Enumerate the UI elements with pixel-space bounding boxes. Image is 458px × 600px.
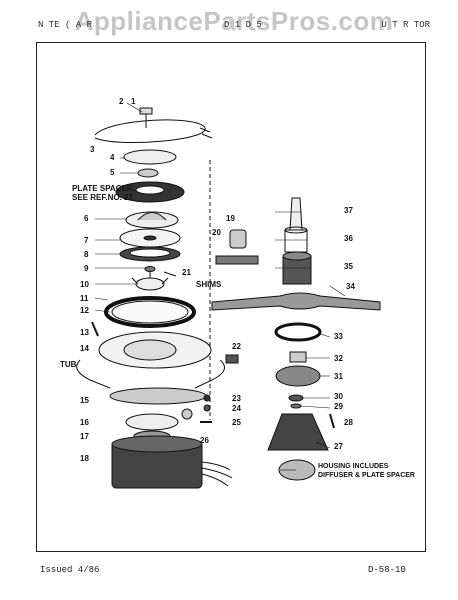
part-number-21: 21 [182,268,191,277]
part-number-32: 32 [334,354,343,363]
part-14-tub-base [76,331,225,389]
part-28-screw [329,413,335,429]
part-33-ring [274,322,322,342]
part-number-16: 16 [80,418,89,427]
header-middle-text: D 1 D 5 [224,20,262,30]
part-10-impeller [131,272,169,291]
part-31-hub [275,365,321,387]
plate-spacer-label: PLATE SPACER, SEE REF.NO. 27 [72,184,135,202]
part-number-35: 35 [344,262,353,271]
shims-label: SHIMS [196,280,222,289]
part-number-9: 9 [84,264,89,273]
page-header: N TE ( A R D 1 D 5 U T R TOR [34,14,434,34]
part-number-10: 10 [80,280,89,289]
part-30-washer [288,394,304,402]
housing-note-label: HOUSING INCLUDES DIFFUSER & PLATE SPACER [318,463,415,479]
part-number-5: 5 [110,168,115,177]
part-number-18: 18 [80,454,89,463]
part-35-tube [282,255,312,285]
part-number-33: 33 [334,332,343,341]
part-number-29: 29 [334,402,343,411]
page-code: D-58-10 [368,565,406,575]
part-number-36: 36 [344,234,353,243]
part-24-fastener [203,404,211,412]
part-number-2: 2 [119,97,124,106]
part-number-17: 17 [80,432,89,441]
part-18-motor [111,435,233,489]
part-9-washer [144,266,156,272]
part-number-1: 1 [131,97,136,106]
tub-label: TUB [60,360,77,369]
part-26-clip [181,408,193,420]
part-number-23: 23 [232,394,241,403]
part-number-13: 13 [80,328,89,337]
part-22-item [225,354,239,364]
header-left-text: N TE ( A R [38,20,93,30]
part-34-spray-arm [211,292,381,311]
diagram-frame [36,42,426,552]
part-number-11: 11 [80,294,89,303]
part-number-22: 22 [232,342,241,351]
part-23-fastener [203,394,211,402]
part-16-gasket [125,413,179,431]
part-number-25: 25 [232,418,241,427]
part-number-24: 24 [232,404,241,413]
watermark: AppliancePartsPros.com [74,6,394,36]
part-29-washer [290,403,302,409]
part-4-cover [123,149,177,165]
part-37-nozzle [289,197,303,231]
part-number-34: 34 [346,282,355,291]
part-20-arm-piece [215,255,259,265]
part-number-28: 28 [344,418,353,427]
part-number-20: 20 [212,228,221,237]
part-5-nut [137,168,159,178]
part-number-4: 4 [110,153,115,162]
header-right-text: U T R TOR [381,20,430,30]
part-11-seal-ring [104,296,196,328]
part-1-bolt [139,107,153,128]
part-number-12: 12 [80,306,89,315]
part-number-3: 3 [90,145,95,154]
part-15-plate [109,387,207,405]
part-21-bracket [163,271,177,277]
part-number-30: 30 [334,392,343,401]
part-27-pump-housing [267,413,329,451]
part-number-14: 14 [80,344,89,353]
part-number-37: 37 [344,206,353,215]
part-32-nut [289,351,307,363]
part-number-26: 26 [200,436,209,445]
part-number-8: 8 [84,250,89,259]
part-3-wire-loop [94,119,206,144]
part-19-coupler [229,229,247,249]
part-13-screw [91,321,99,337]
part-number-7: 7 [84,236,89,245]
part-number-27: 27 [334,442,343,451]
part-number-6: 6 [84,214,89,223]
part-number-31: 31 [334,372,343,381]
part-number-19: 19 [226,214,235,223]
part-number-15: 15 [80,396,89,405]
issued-date: Issued 4/86 [40,565,100,575]
